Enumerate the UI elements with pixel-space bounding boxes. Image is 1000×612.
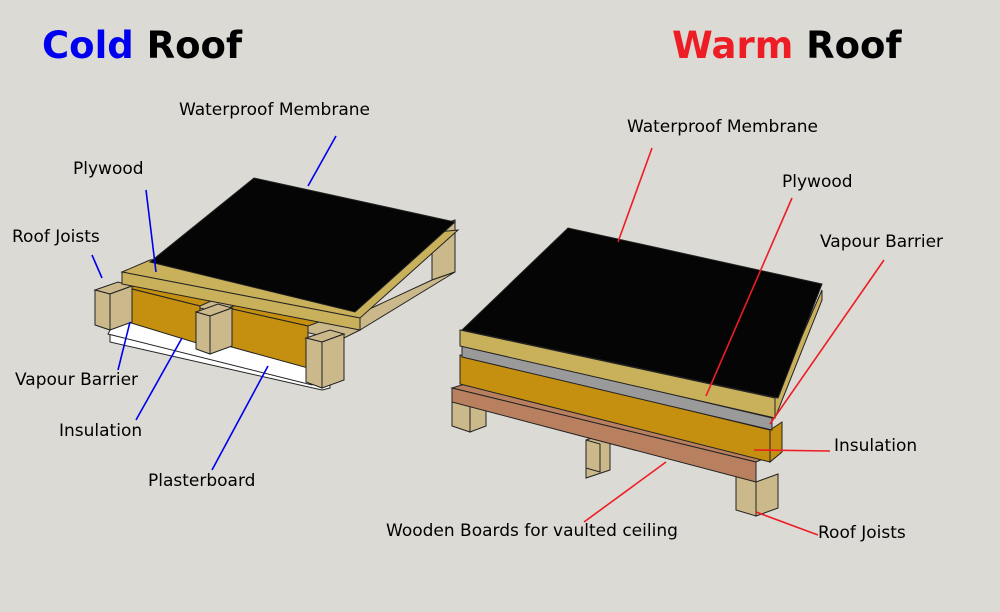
warm-label-joists: Roof Joists <box>818 523 906 543</box>
warm-boards-leader <box>583 461 667 523</box>
warm-boards-front <box>451 387 757 483</box>
cold-membrane-leader <box>307 135 337 187</box>
cold-joist-right-front <box>305 337 323 389</box>
cold-label-plasterboard: Plasterboard <box>148 471 256 491</box>
warm-label-insulation: Insulation <box>834 436 918 456</box>
warm-label-boards: Wooden Boards for vaulted ceiling <box>386 521 678 541</box>
cold-plywood-leader <box>145 189 157 273</box>
warm-insulation-leader <box>753 449 831 452</box>
warm-joist-right-side <box>755 473 779 517</box>
cold-leader-lines <box>91 135 337 471</box>
cold-joist-mid-front <box>195 311 211 355</box>
warm-waterproof-membrane <box>460 227 823 399</box>
cold-vapour-leader <box>117 321 131 371</box>
cold-roof-assembly <box>93 177 460 391</box>
cold-title-rest: Roof <box>133 24 243 67</box>
warm-roof-title: Warm Roof <box>672 24 902 67</box>
cold-title-word: Cold <box>42 24 134 67</box>
cold-joist-left-side <box>109 285 133 331</box>
cold-joist-right-side <box>321 333 345 389</box>
cold-label-membrane: Waterproof Membrane <box>179 100 370 120</box>
cold-insulation-leader <box>135 337 183 421</box>
warm-plywood-side <box>774 289 823 419</box>
cold-label-plywood: Plywood <box>73 159 144 179</box>
warm-label-membrane: Waterproof Membrane <box>627 117 818 137</box>
cold-label-vapour: Vapour Barrier <box>15 370 139 390</box>
warm-membrane-leader <box>617 147 653 243</box>
warm-title-word: Warm <box>672 24 794 67</box>
warm-insulation-side <box>769 421 783 464</box>
warm-label-vapour: Vapour Barrier <box>820 232 944 252</box>
cold-plasterboard-leader <box>211 365 269 471</box>
cold-joists-leader <box>91 254 103 279</box>
warm-roof-assembly <box>450 227 823 517</box>
cold-joist-mid-side <box>209 307 233 355</box>
warm-title-rest: Roof <box>793 24 902 67</box>
cold-waterproof-membrane <box>148 177 457 313</box>
warm-vapour-leader <box>769 259 885 425</box>
cold-roof-title: Cold Roof <box>42 24 242 67</box>
warm-leader-lines <box>583 147 885 536</box>
cold-plywood-front <box>121 271 361 331</box>
cold-label-insulation: Insulation <box>59 421 143 441</box>
warm-joists-leader <box>755 511 819 536</box>
warm-joist-back-front <box>585 439 601 473</box>
warm-joist-right-front <box>735 475 757 517</box>
cold-joist-left-front <box>94 289 111 331</box>
warm-label-plywood: Plywood <box>782 172 853 192</box>
cold-label-joists: Roof Joists <box>12 227 100 247</box>
warm-plywood-leader <box>705 197 793 397</box>
